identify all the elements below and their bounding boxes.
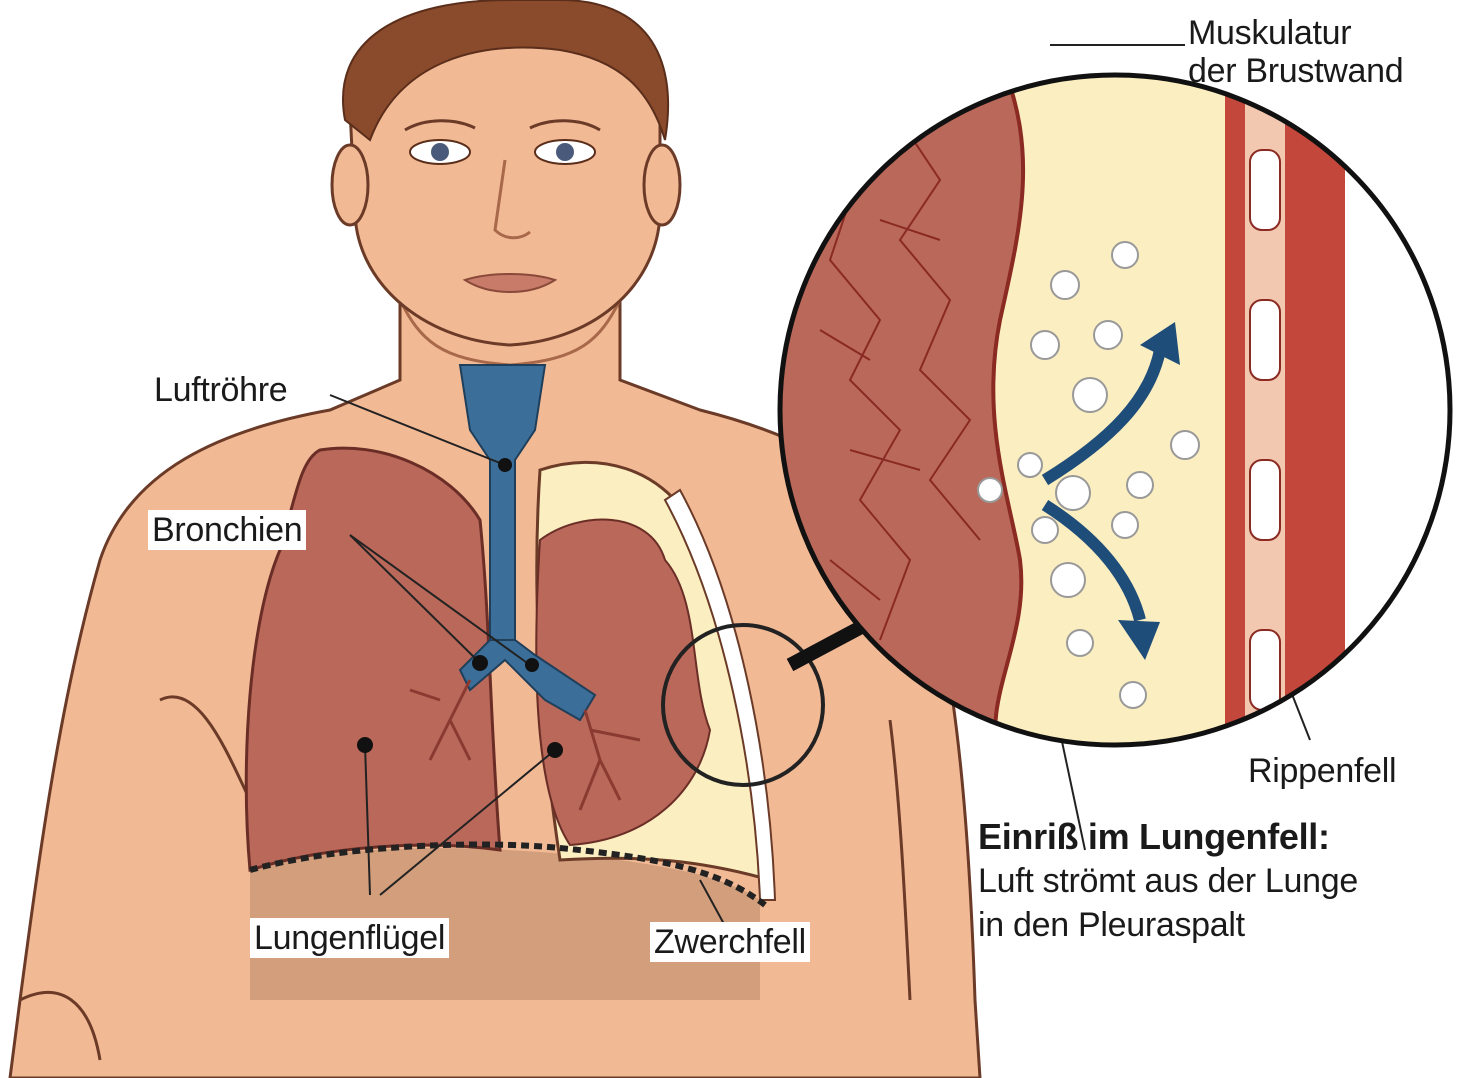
label-zwerchfell: Zwerchfell — [650, 922, 810, 962]
label-muskulatur-line2: der Brustwand — [1188, 52, 1403, 90]
head — [332, 0, 680, 345]
label-lungenfluegel: Lungenflügel — [250, 918, 449, 958]
label-einriss-line1: Luft strömt aus der Lunge — [978, 862, 1358, 900]
label-luftroehre: Luftröhre — [150, 370, 291, 410]
label-einriss: Einriß im Lungenfell: Luft strömt aus de… — [978, 818, 1358, 944]
label-einriss-title: Einriß im Lungenfell: — [978, 818, 1358, 856]
label-bronchien: Bronchien — [148, 510, 306, 550]
label-rippenfell: Rippenfell — [1248, 752, 1396, 790]
label-muskulatur-line1: Muskulatur — [1188, 14, 1403, 52]
label-muskulatur: Muskulatur der Brustwand — [1188, 14, 1403, 90]
label-einriss-line2: in den Pleuraspalt — [978, 906, 1358, 944]
